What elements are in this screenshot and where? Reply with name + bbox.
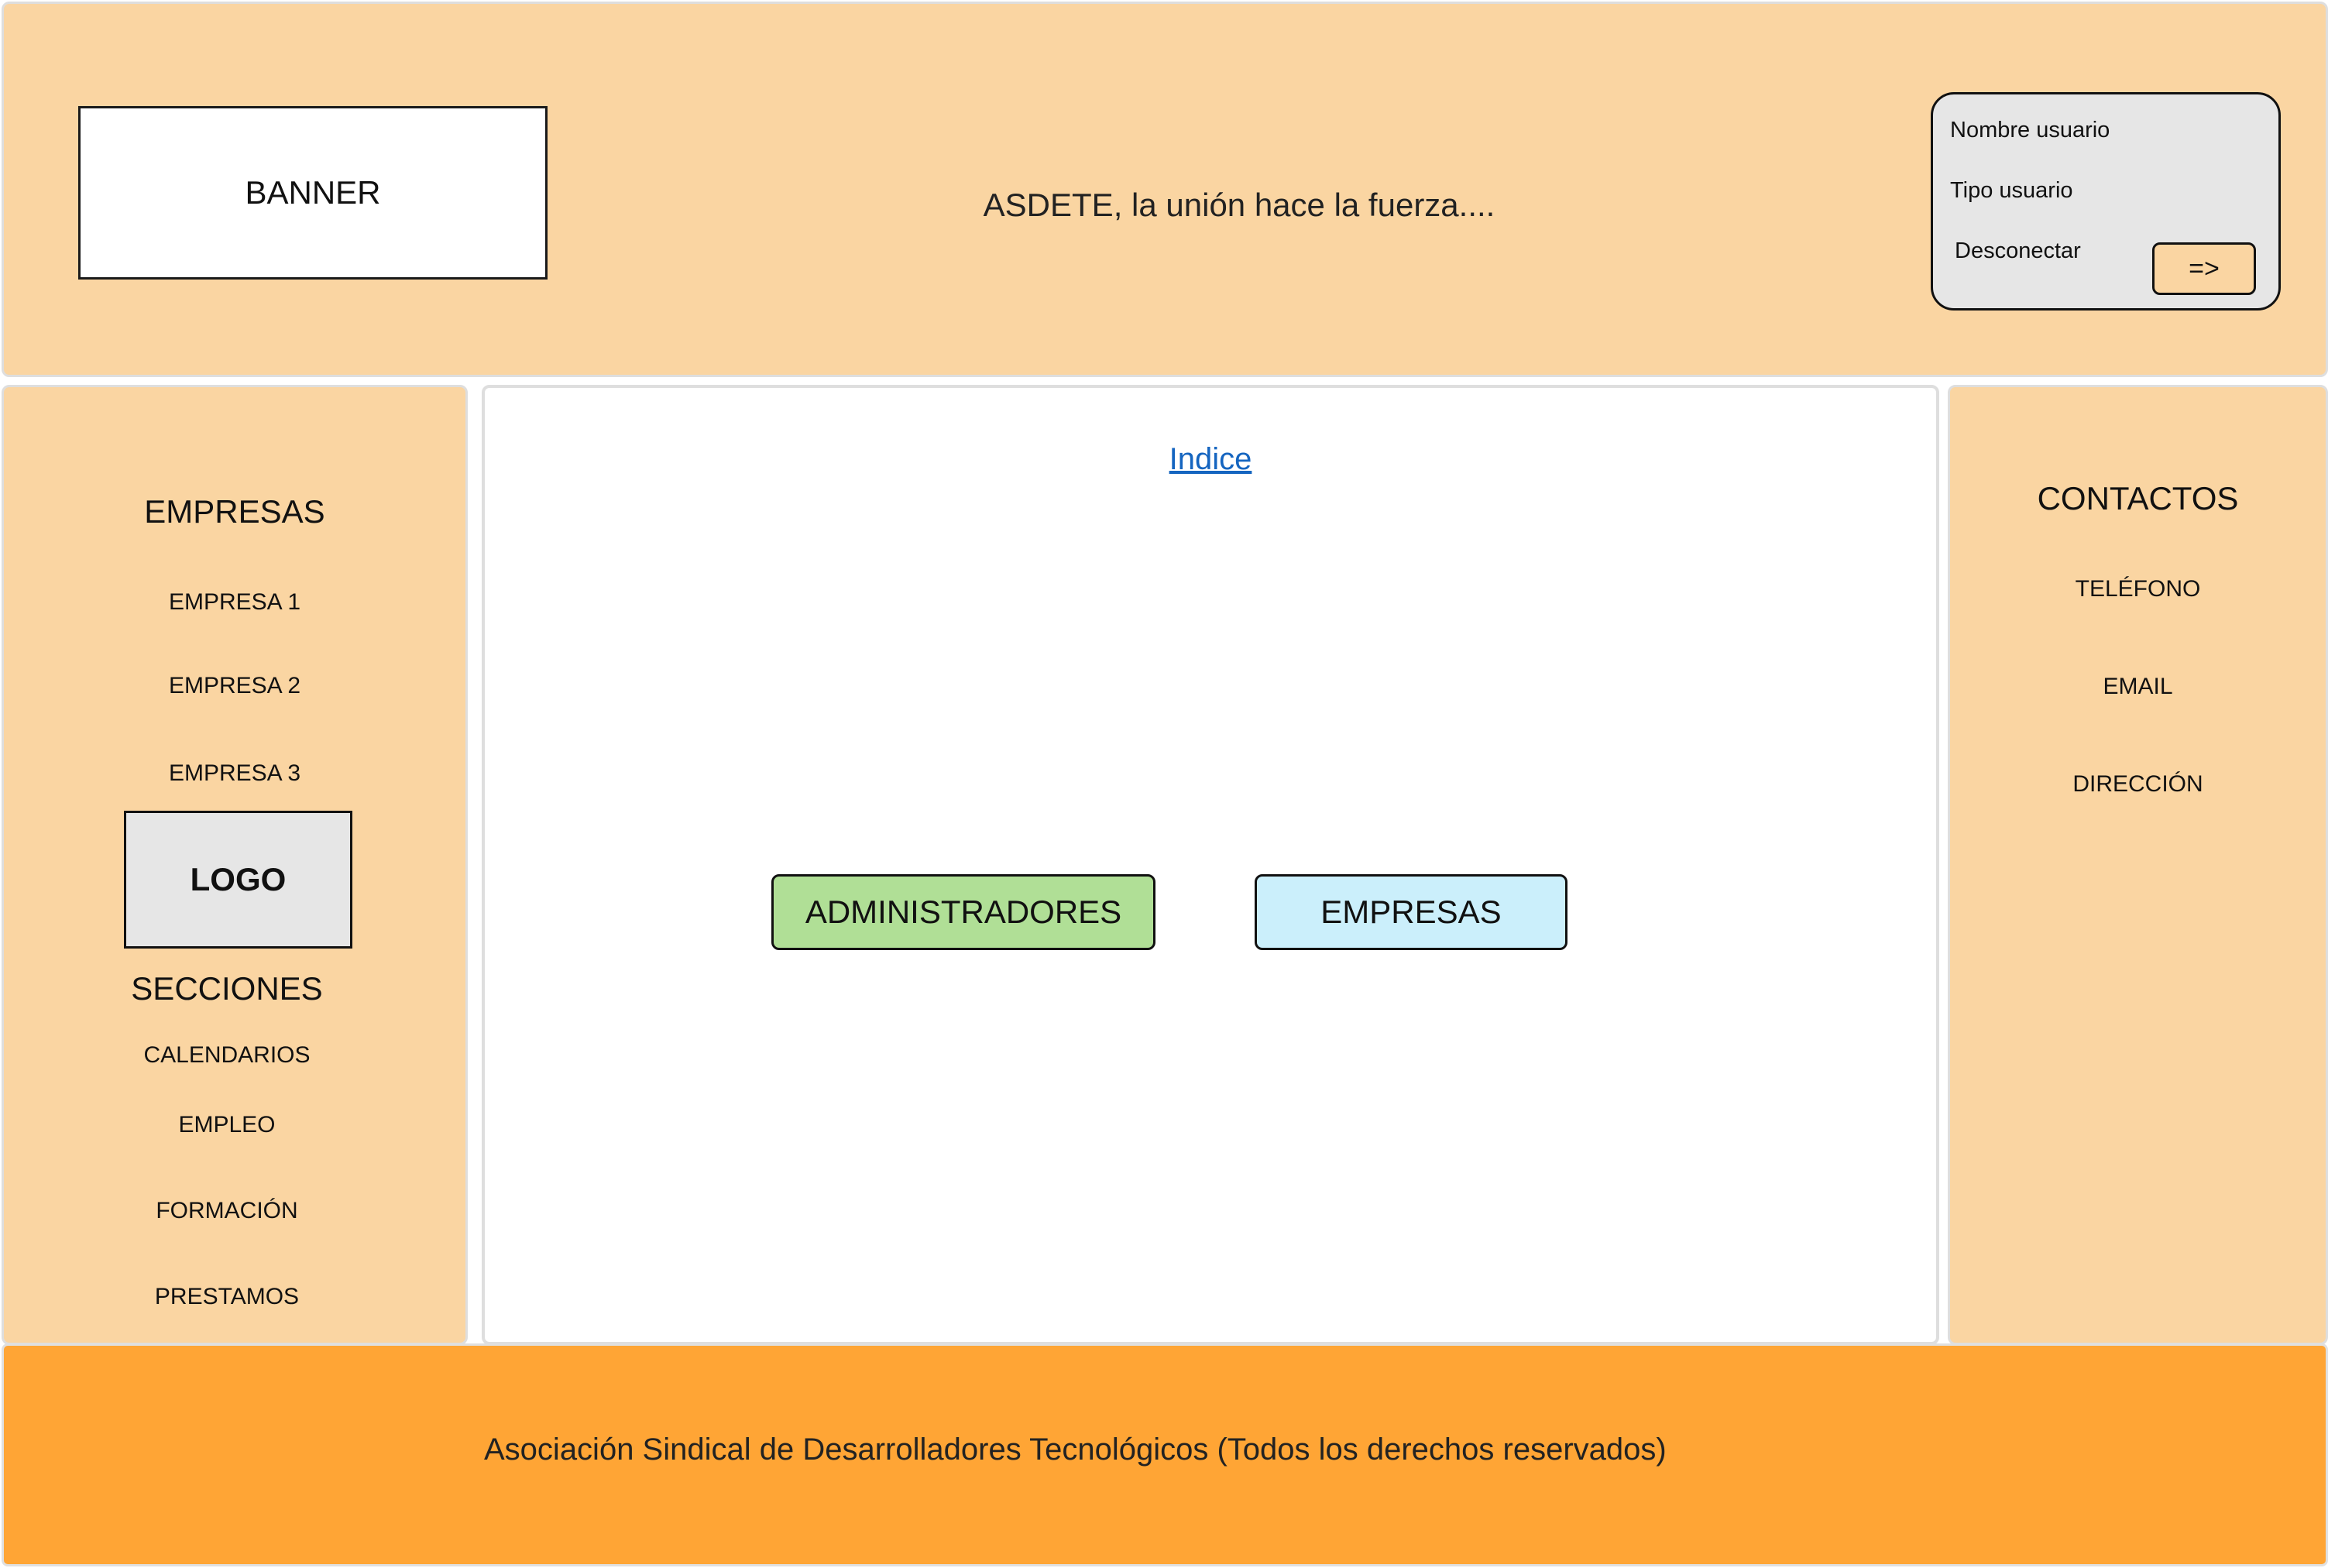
contact-item-email[interactable]: EMAIL <box>2103 674 2173 699</box>
sections-heading: SECCIONES <box>131 970 323 1007</box>
contact-item-telefono[interactable]: TELÉFONO <box>2075 576 2201 602</box>
sidebar-item-empleo[interactable]: EMPLEO <box>178 1112 276 1137</box>
sidebar-item-empresa-1[interactable]: EMPRESA 1 <box>168 589 301 615</box>
contact-item-direccion[interactable]: DIRECCIÓN <box>2072 771 2203 797</box>
footer-text: Asociación Sindical de Desarrolladores T… <box>484 1432 1667 1467</box>
user-panel: Nombre usuario Tipo usuario Desconectar … <box>1931 92 2281 311</box>
banner[interactable]: BANNER <box>78 106 548 280</box>
sidebar-item-empresa-2[interactable]: EMPRESA 2 <box>168 673 301 698</box>
main-content: Indice ADMINISTRADORES EMPRESAS <box>482 385 1939 1345</box>
sidebar-item-calendarios[interactable]: CALENDARIOS <box>143 1042 311 1068</box>
contacts-heading: CONTACTOS <box>2037 480 2239 516</box>
sidebar-item-formacion[interactable]: FORMACIÓN <box>156 1198 298 1223</box>
left-sidebar: EMPRESAS EMPRESA 1 EMPRESA 2 EMPRESA 3 L… <box>2 385 468 1345</box>
user-type-label: Tipo usuario <box>1950 178 2073 203</box>
companies-heading: EMPRESAS <box>144 493 325 530</box>
logo: LOGO <box>124 811 352 949</box>
index-link[interactable]: Indice <box>1169 442 1252 476</box>
empresas-button[interactable]: EMPRESAS <box>1255 874 1567 950</box>
header: BANNER ASDETE, la unión hace la fuerza..… <box>2 2 2328 377</box>
user-name-label: Nombre usuario <box>1950 118 2110 142</box>
sidebar-item-prestamos[interactable]: PRESTAMOS <box>154 1284 300 1309</box>
sidebar-item-empresa-3[interactable]: EMPRESA 3 <box>168 760 301 786</box>
administradores-button[interactable]: ADMINISTRADORES <box>771 874 1155 950</box>
footer: Asociación Sindical de Desarrolladores T… <box>2 1343 2328 1566</box>
slogan: ASDETE, la unión hace la fuerza.... <box>983 187 1495 223</box>
logout-button[interactable]: => <box>2152 242 2256 295</box>
right-sidebar: CONTACTOS TELÉFONO EMAIL DIRECCIÓN <box>1948 385 2328 1345</box>
logout-label: Desconectar <box>1955 238 2081 263</box>
